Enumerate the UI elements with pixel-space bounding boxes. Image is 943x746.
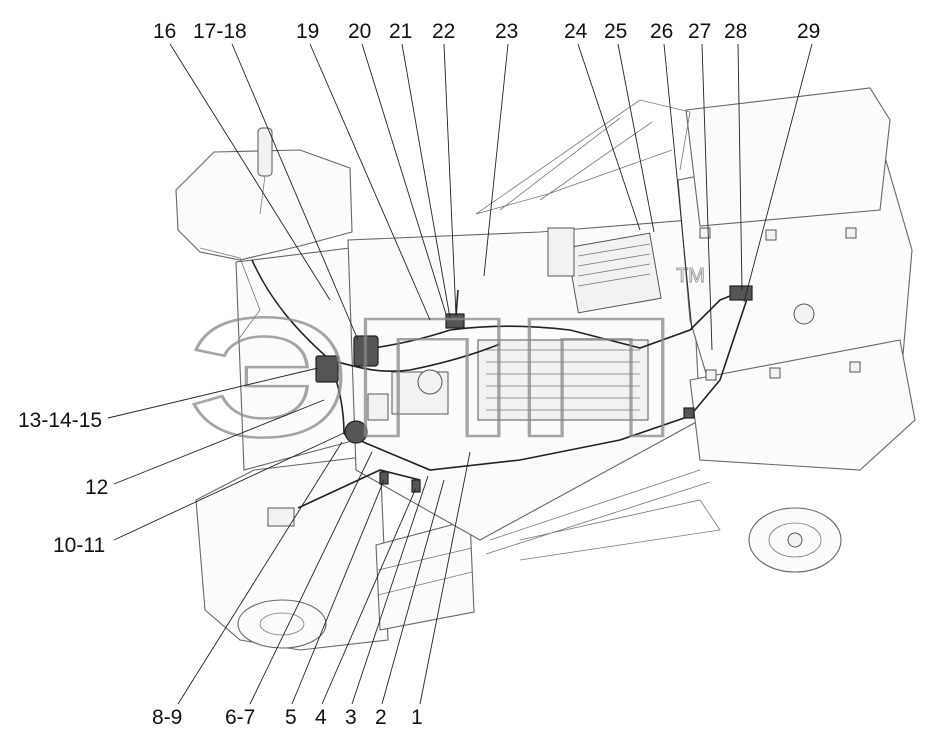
callout-label: 22 (432, 20, 455, 43)
front-fender (175, 149, 353, 261)
guard-rail (475, 99, 691, 215)
sensor-5 (379, 471, 389, 485)
callout-label: 27 (688, 20, 711, 43)
callout-label: 25 (604, 20, 627, 43)
callout-label: 16 (153, 20, 176, 43)
radiator (566, 232, 662, 314)
callout-label: 8-9 (152, 706, 182, 729)
callout-label: 13-14-15 (18, 409, 102, 432)
wiring-components (315, 285, 753, 493)
callout-label: 24 (564, 20, 588, 43)
callout-label: 12 (85, 476, 108, 499)
callouts-left: 13-14-15 12 10-11 (18, 409, 108, 557)
callout-label: 17-18 (193, 20, 247, 43)
callout-label: 6-7 (225, 706, 255, 729)
wheel-hub (793, 303, 815, 325)
callout-label: 21 (389, 20, 412, 43)
callout-label: 28 (724, 20, 747, 43)
lower-front-fender (195, 454, 389, 651)
callout-label: 26 (650, 20, 673, 43)
engine-area (367, 227, 861, 421)
callout-label: 19 (296, 20, 319, 43)
engine-block (477, 339, 649, 421)
fuse-block (315, 355, 339, 383)
starter (367, 393, 389, 421)
mirror (257, 127, 273, 177)
callout-label: 3 (345, 706, 357, 729)
cab-roof (685, 87, 891, 227)
rear-connector (729, 285, 753, 301)
front-wheel (237, 599, 327, 649)
side-steps (375, 519, 475, 631)
leader-lines (107, 43, 813, 705)
watermark: ЭПП TM (187, 265, 706, 475)
callout-label: 20 (348, 20, 371, 43)
lower-mirror (267, 507, 295, 527)
alternator (417, 369, 443, 395)
relay-unit (353, 335, 379, 367)
callout-label: 5 (285, 706, 297, 729)
callouts-bottom: 8-9 6-7 5 4 3 2 1 (152, 706, 423, 729)
callout-label: 1 (411, 706, 423, 729)
callout-label: 4 (315, 706, 327, 729)
callout-label: 23 (495, 20, 518, 43)
sensor-4 (411, 479, 421, 493)
callout-label: 29 (797, 20, 820, 43)
watermark-tm: TM (676, 265, 705, 287)
callouts-top: 16 17-18 19 20 21 22 23 24 25 26 27 28 2… (153, 20, 820, 43)
wiring-harness (199, 247, 749, 509)
air-filter (547, 227, 575, 277)
callout-label: 10-11 (53, 534, 105, 557)
switch-22 (445, 313, 465, 329)
watermark-text: ЭПП (188, 283, 678, 473)
callout-label: 2 (375, 706, 387, 729)
tail-connector (683, 407, 695, 419)
